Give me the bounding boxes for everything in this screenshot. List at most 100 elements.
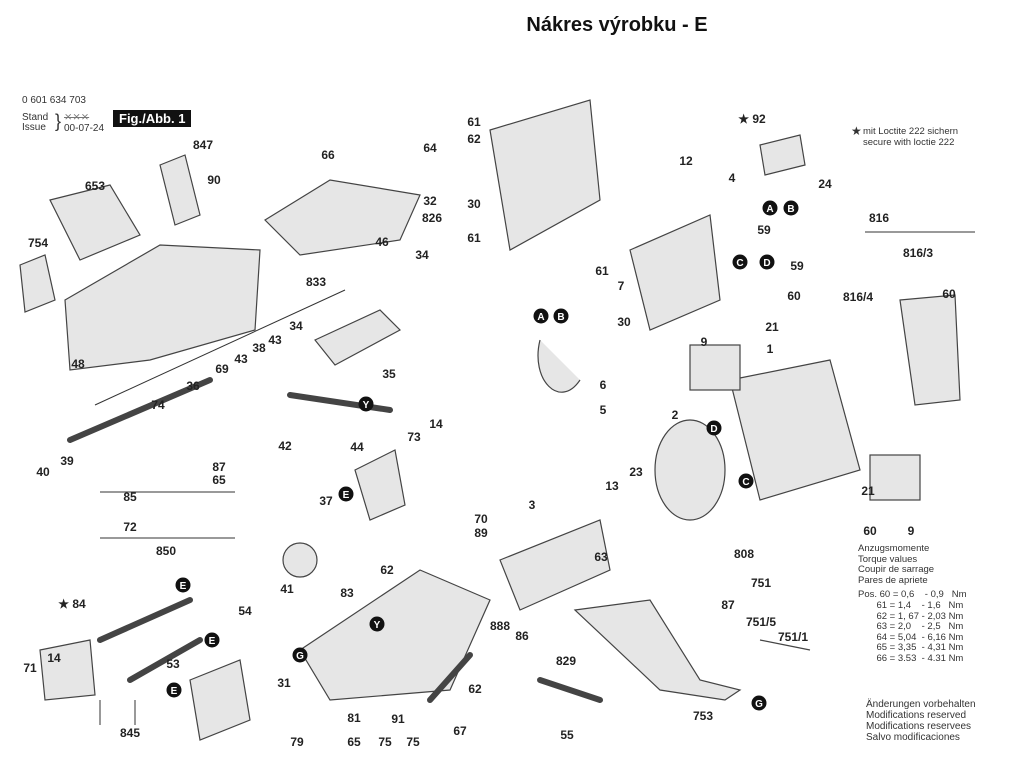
gear-part [282,542,318,578]
modification-line: Salvo modificaciones [866,732,960,743]
part-label: 70 [474,512,488,526]
part-label: 808 [734,547,754,561]
gear-case-part [299,569,491,701]
connector-marker-label: G [296,651,304,662]
part-label: 60 [863,524,877,538]
brush-holder-part [899,294,961,406]
part-label: 21 [861,484,875,498]
part-label: 65 [347,735,361,749]
torque-row: 63 = 2,0 - 2,5 Nm [858,621,964,633]
modification-line: Modifications reserved [866,710,967,721]
shaft-part [67,377,213,443]
part-label: 60 [942,287,956,301]
connector-marker [553,308,569,324]
connector-marker-label: E [343,490,350,501]
part-label: 87 [212,460,226,474]
torque-row: 61 = 1,4 - 1,6 Nm [858,599,964,611]
stand-label: Stand [22,112,49,123]
shaft-part [427,652,473,703]
part-label: 48 [71,357,85,371]
bearing-block-part [354,449,406,521]
connector-marker-label: E [209,636,216,647]
star-icon: ★ [851,124,862,138]
part-label: 86 [515,629,529,643]
connector-marker [783,200,799,216]
part-label: 30 [617,315,631,329]
connector-marker [762,200,778,216]
part-label: 826 [422,211,442,225]
part-label: 81 [347,711,361,725]
saw-blade-clamp-part [573,599,742,701]
part-label: 7 [618,279,625,293]
connector-marker-label: D [763,258,770,269]
part-label: 44 [350,440,364,454]
part-label: 32 [423,194,437,208]
part-label: 87 [721,598,735,612]
part-label: 79 [290,735,304,749]
torque-heading: Pares de apriete [858,574,928,586]
part-label: 31 [277,676,291,690]
part-label: 64 [423,141,437,155]
connector-marker [166,682,182,698]
part-label: 91 [391,712,405,726]
part-label: 34 [289,319,303,333]
part-label: 6 [600,378,607,392]
handle-part [49,184,141,261]
stator-part [654,419,726,521]
part-label: 9 [908,524,915,538]
part-label: ★ 84 [58,597,86,611]
motor-housing-part [489,99,601,251]
part-label: 65 [212,473,226,487]
torque-row: 62 = 1, 67 - 2,03 Nm [858,610,964,622]
torque-row: Pos. 60 = 0,6 - 0,9 Nm [858,589,967,601]
connector-marker-label: D [710,424,717,435]
part-label: 1 [767,342,774,356]
note-line-de: mit Loctite 222 sichern [863,126,959,137]
part-label: 14 [429,417,443,431]
part-label: 83 [340,586,354,600]
switch-part [759,134,806,176]
wrench-part [759,639,811,651]
shaft-part [537,677,603,703]
loctite-note: ★ mit Loctite 222 sichern secure with lo… [851,125,959,148]
issue-date: 00-07-24 [64,123,105,134]
shaft-part [97,597,193,643]
torque-row: 66 = 3.53 - 4.31 Nm [858,652,964,664]
part-label: 816 [869,211,889,225]
bracket-line [94,289,346,406]
part-label: 5 [600,403,607,417]
part-label: 61 [595,264,609,278]
part-label: 816/3 [903,246,933,260]
part-label: 61 [467,231,481,245]
part-label: 73 [407,430,421,444]
part-label: 66 [321,148,335,162]
part-label: 53 [166,657,180,671]
part-label: 55 [560,728,574,742]
part-label: 60 [787,289,801,303]
part-label: 850 [156,544,176,558]
part-label: 9 [701,335,708,349]
connector-marker [204,632,220,648]
part-label: 41 [280,582,294,596]
connector-marker-label: E [171,686,178,697]
torque-heading: Anzugsmomente [858,543,930,554]
part-label: 753 [693,709,713,723]
part-label: 63 [594,550,608,564]
part-label: 751/5 [746,615,776,629]
connector-marker-label: A [537,312,544,323]
part-label: 75 [406,735,420,749]
connector-marker [533,308,549,324]
part-label: 12 [679,154,693,168]
modification-line: Modifications reservees [866,721,972,732]
connector-marker-label: Y [374,620,381,631]
part-label: 59 [757,223,771,237]
part-label: 42 [278,439,292,453]
housing-cover-part [264,179,421,256]
stator-housing-part [729,359,861,501]
part-label: 38 [252,341,266,355]
part-label: 62 [467,132,481,146]
part-label: 89 [474,526,488,540]
struck-date: ⨯⨯⨯ [64,112,90,123]
